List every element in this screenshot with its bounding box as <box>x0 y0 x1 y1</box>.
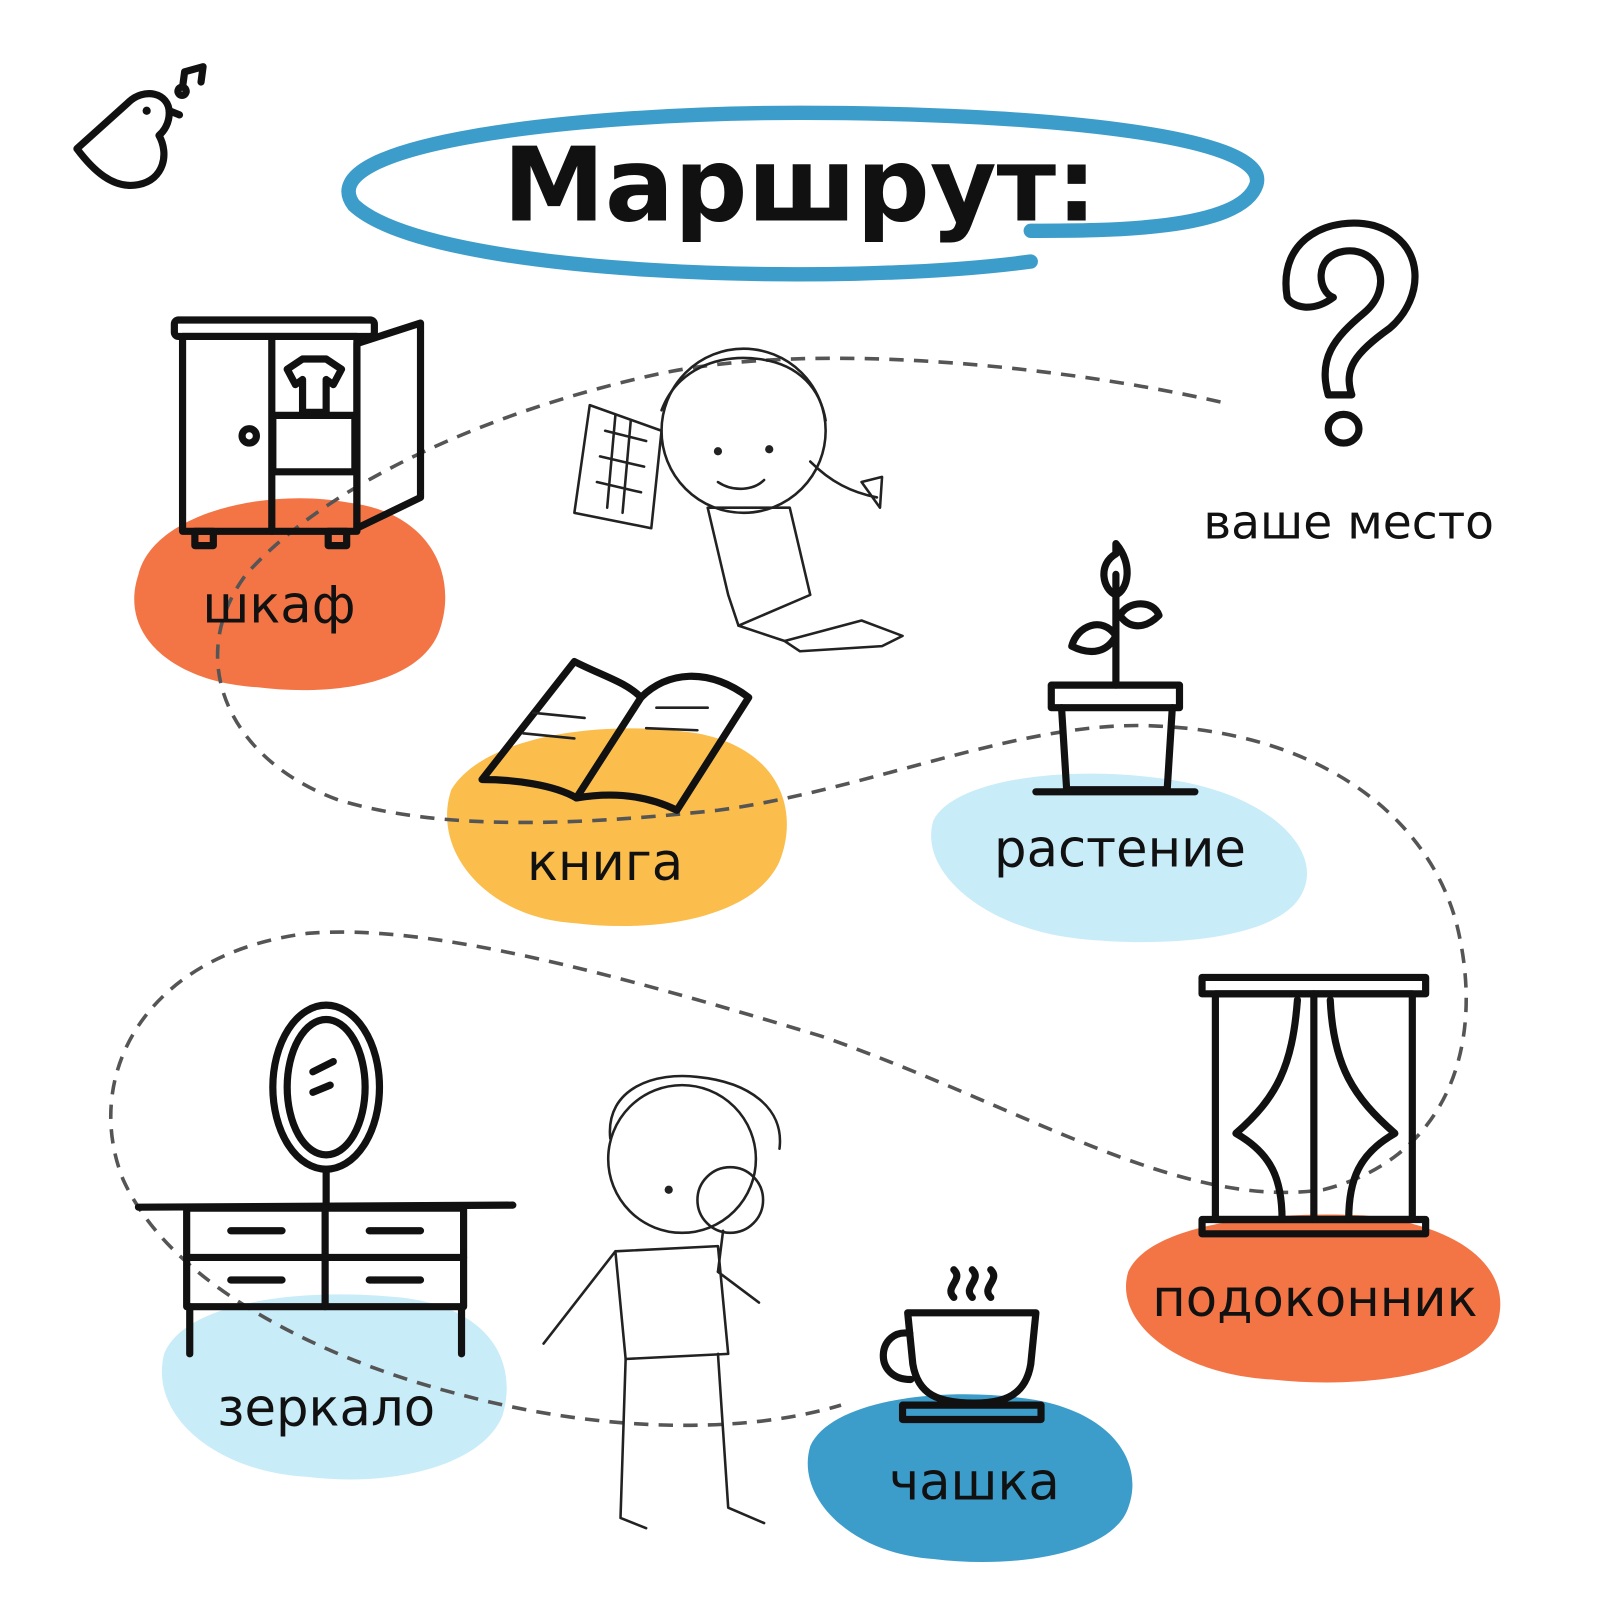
blob-cup <box>807 1394 1133 1563</box>
plant-icon <box>1032 540 1199 796</box>
mirror-dresser-icon <box>134 1001 517 1358</box>
item-label-mirror: зеркало <box>217 1379 435 1439</box>
dashed-route <box>109 356 1468 1428</box>
color-blobs <box>134 498 1501 1563</box>
wardrobe-icon <box>170 316 425 550</box>
item-label-window-sill: подоконник <box>1152 1269 1477 1329</box>
item-label-book: книга <box>527 833 683 893</box>
item-label-wardrobe: шкаф <box>202 576 355 636</box>
your-place-label: ваше место <box>1203 495 1494 550</box>
blob-mirror <box>161 1294 507 1480</box>
blob-book <box>447 728 787 927</box>
book-icon <box>478 657 753 814</box>
item-label-cup: чашка <box>889 1452 1060 1512</box>
boy-with-magnifier-illustration <box>542 1074 782 1530</box>
title-ellipse <box>341 105 1265 282</box>
item-label-plant: растение <box>994 820 1246 880</box>
blob-window <box>1125 1214 1501 1383</box>
girl-with-map-illustration <box>573 347 904 653</box>
question-mark-icon <box>1282 219 1419 447</box>
blob-plant <box>931 773 1308 943</box>
bird-logo-icon <box>73 63 207 189</box>
window-sill-icon <box>1198 973 1430 1238</box>
page-title: Маршрут: <box>503 127 1097 246</box>
cup-icon <box>879 1266 1045 1424</box>
